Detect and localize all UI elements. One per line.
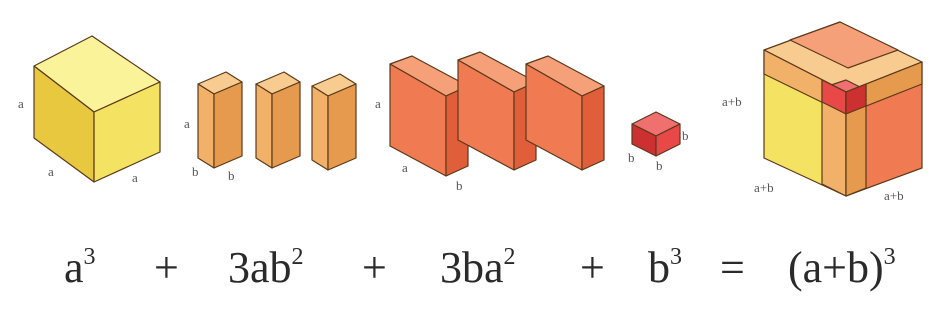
ab2-2-side xyxy=(271,81,301,169)
eq-equals: = xyxy=(720,243,745,292)
big-cube-width-label: a+b xyxy=(884,188,904,203)
ba2-width-label: b xyxy=(456,178,463,193)
b-cube-height-label: b xyxy=(682,128,689,143)
equation: a3 + 3ab2 + 3ba2 + b3 = (a+b)3 xyxy=(64,243,896,292)
cube-b-cubed: b b b xyxy=(628,111,689,173)
eq-term-3ab2: 3ab2 xyxy=(228,243,304,292)
eq-plus-1: + xyxy=(154,243,179,292)
big-right-b-cube xyxy=(845,83,867,115)
eq-plus-2: + xyxy=(362,243,387,292)
ab2-3-front xyxy=(311,85,329,171)
prism-ab2-2 xyxy=(255,71,301,169)
ab2-3-side xyxy=(327,83,357,171)
slab-ba2-1: a a b xyxy=(375,55,469,193)
ab2-2-front xyxy=(255,83,273,169)
big-top-a2 xyxy=(789,21,899,69)
ab2-height-label: a xyxy=(184,116,190,131)
ab2-1-side xyxy=(213,81,243,169)
a-cube-right xyxy=(93,81,161,183)
b-cube-depth-label: b xyxy=(628,150,635,165)
eq-term-a-plus-b-cubed: (a+b)3 xyxy=(788,243,896,292)
slab-ba2-3 xyxy=(525,55,605,171)
a-cube-depth-label: a xyxy=(48,164,54,179)
b-cube-right xyxy=(655,123,681,157)
big-cube-depth-label: a+b xyxy=(754,180,774,195)
eq-plus-3: + xyxy=(580,243,605,292)
eq-term-a-cubed: a3 xyxy=(64,243,96,292)
ba2-3-side xyxy=(581,85,605,171)
cube-a-cubed: a a a xyxy=(18,35,161,185)
cube-a-plus-b-cubed: a+b a+b a+b xyxy=(722,21,923,203)
ab2-1-front xyxy=(197,83,215,169)
b-cube-width-label: b xyxy=(656,158,663,173)
big-cube-height-label: a+b xyxy=(722,94,742,109)
a-cube-width-label: a xyxy=(132,170,138,185)
a-cube-height-label: a xyxy=(18,96,24,111)
eq-term-b-cubed: b3 xyxy=(648,243,682,292)
ab2-width-label: b xyxy=(228,168,235,183)
ba2-height-label: a xyxy=(375,96,381,111)
slab-ba2-2 xyxy=(457,51,537,171)
prism-ab2-1: a b b xyxy=(184,71,243,183)
ba2-depth-label: a xyxy=(402,160,408,175)
eq-term-3ba2: 3ba2 xyxy=(440,243,516,292)
ab2-depth-label: b xyxy=(192,164,199,179)
prism-ab2-3 xyxy=(311,73,357,171)
